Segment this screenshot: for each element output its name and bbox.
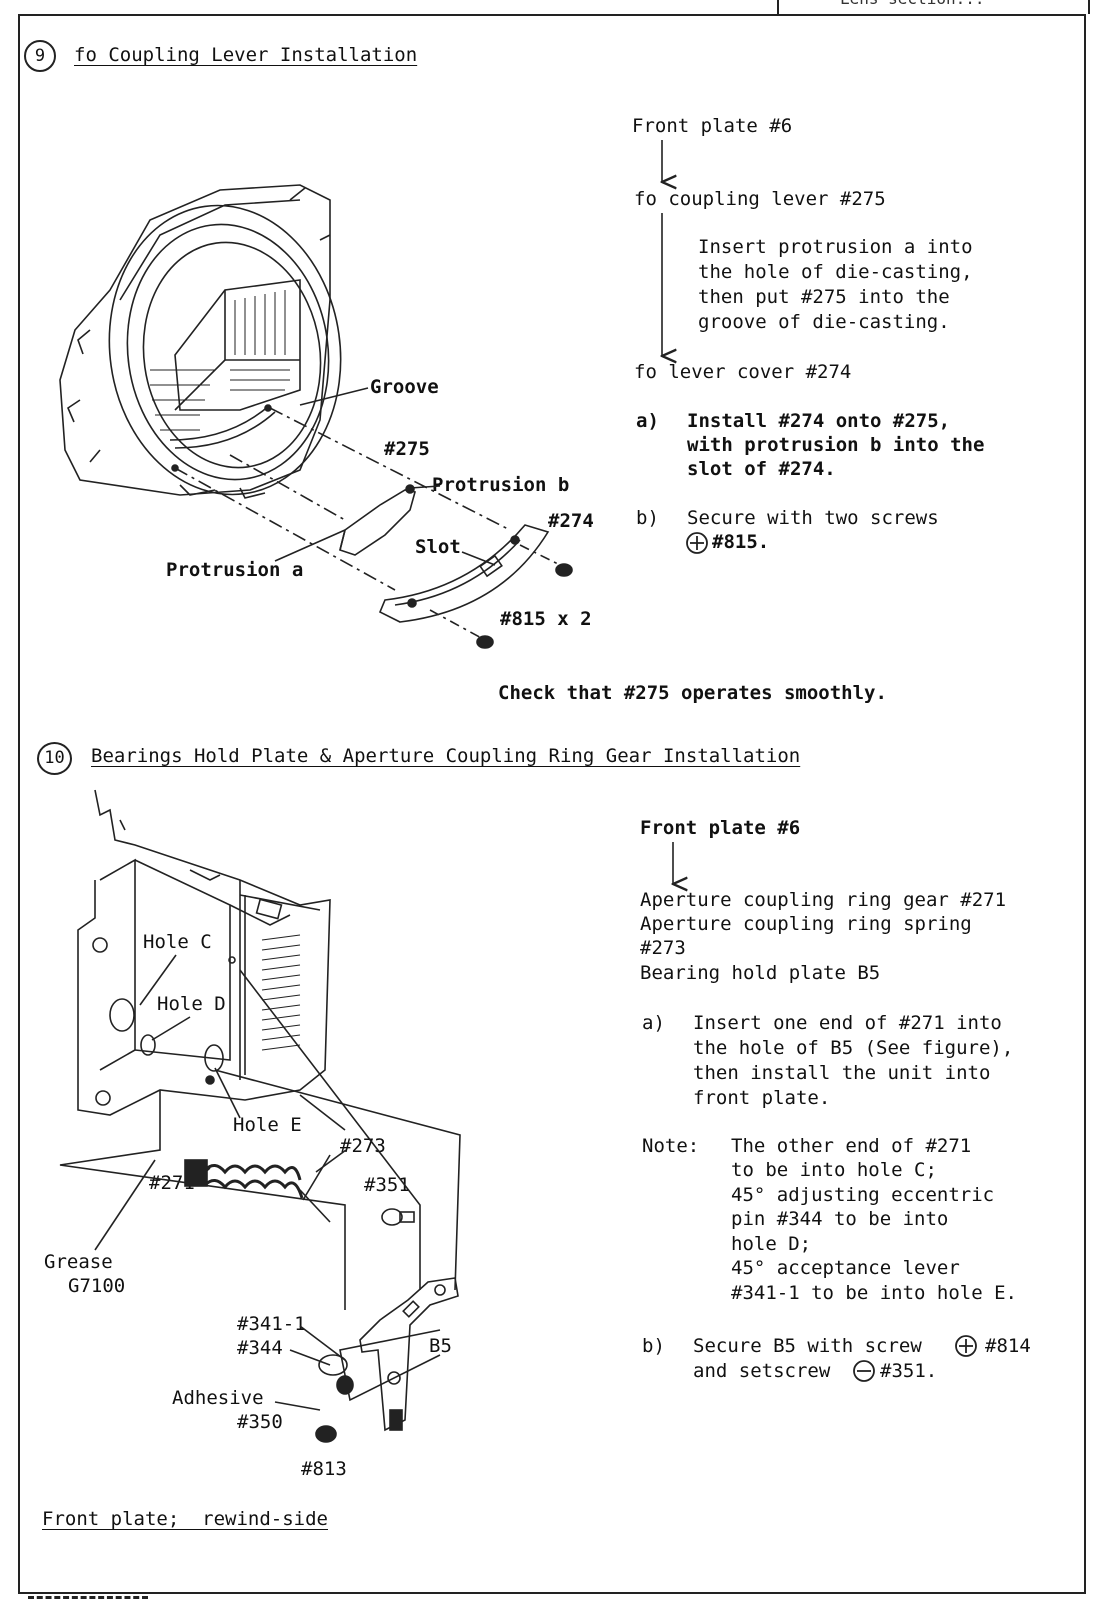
s10-a-label: a)	[642, 1012, 665, 1034]
s9-note-3: then put #275 into the	[698, 286, 950, 308]
s10-label-grease-code: G7100	[68, 1275, 126, 1297]
s10-note-7: #341-1 to be into hole E.	[731, 1282, 1017, 1304]
s10-a-line1: Insert one end of #271 into	[693, 1012, 1002, 1034]
s9-label-slot: Slot	[415, 536, 461, 558]
s9-check: Check that #275 operates smoothly.	[498, 682, 887, 704]
s10-note-4: pin #344 to be into	[731, 1208, 949, 1230]
s10-b-label: b)	[642, 1335, 665, 1357]
s10-label-grease: Grease	[44, 1251, 113, 1273]
s10-line1: Aperture coupling ring gear #271	[640, 889, 1007, 911]
s9-a-line1: Install #274 onto #275,	[687, 410, 951, 432]
s9-step3: fo lever cover #274	[634, 361, 852, 383]
s10-note-1: The other end of #271	[731, 1135, 972, 1157]
s10-note-5: hole D;	[731, 1233, 812, 1255]
header-box	[777, 0, 1090, 14]
s10-b-line2b: #351.	[880, 1360, 938, 1382]
s10-label-344: #344	[237, 1337, 283, 1359]
s9-b-label: b)	[636, 507, 659, 529]
s9-label-815: #815 x 2	[500, 608, 592, 630]
s10-a-line3: then install the unit into	[693, 1062, 991, 1084]
s10-label-341: #341-1	[237, 1313, 306, 1335]
section9-number: 9	[24, 40, 56, 72]
s10-label-813: #813	[301, 1458, 347, 1480]
page-frame	[18, 14, 1086, 1594]
s9-b-line2: #815.	[712, 531, 770, 553]
s10-label-b5: B5	[429, 1335, 452, 1357]
section10-number: 10	[37, 742, 72, 775]
section9-title: fo Coupling Lever Installation	[74, 44, 418, 66]
s10-line2: Aperture coupling ring spring	[640, 913, 972, 935]
s9-label-274: #274	[548, 510, 594, 532]
s9-note-1: Insert protrusion a into	[698, 236, 973, 258]
s9-a-label: a)	[636, 410, 659, 432]
s9-step2: fo coupling lever #275	[634, 188, 886, 210]
s9-note-4: groove of die-casting.	[698, 311, 950, 333]
s10-b-line2a: and setscrew	[693, 1360, 831, 1382]
s10-label-273: #273	[340, 1135, 386, 1157]
s9-b-line1: Secure with two screws	[687, 507, 939, 529]
s9-a-line3: slot of #274.	[687, 458, 836, 480]
section10-title: Bearings Hold Plate & Aperture Coupling …	[91, 745, 801, 767]
s10-label-adhesive: Adhesive	[172, 1387, 264, 1409]
s10-label-hole-c: Hole C	[143, 931, 212, 953]
s10-line4: Bearing hold plate B5	[640, 962, 881, 984]
s10-line3: #273	[640, 937, 686, 959]
s9-a-line2: with protrusion b into the	[687, 434, 985, 456]
s10-label-350: #350	[237, 1411, 283, 1433]
s10-note-2: to be into hole C;	[731, 1159, 937, 1181]
bottom-dash-line	[28, 1596, 148, 1599]
s10-b-line1a: Secure B5 with screw	[693, 1335, 922, 1357]
s9-note-2: the hole of die-casting,	[698, 261, 973, 283]
s10-a-line2: the hole of B5 (See figure),	[693, 1037, 1014, 1059]
s10-step1: Front plate #6	[640, 817, 801, 839]
header-fragment: Lens section...	[840, 0, 985, 8]
s10-a-line4: front plate.	[693, 1087, 831, 1109]
s10-note-6: 45° acceptance lever	[731, 1257, 960, 1279]
s10-label-hole-e: Hole E	[233, 1114, 302, 1136]
s10-label-271: #271	[149, 1172, 195, 1194]
s10-note-3: 45° adjusting eccentric	[731, 1184, 995, 1206]
s9-label-275: #275	[384, 438, 430, 460]
s10-note-label: Note:	[642, 1135, 700, 1157]
s9-label-protrusion-a: Protrusion a	[166, 559, 304, 581]
s9-label-groove: Groove	[370, 376, 439, 398]
s10-caption: Front plate; rewind-side	[42, 1508, 328, 1530]
s10-label-351: #351	[364, 1174, 410, 1196]
s10-b-line1b: #814	[985, 1335, 1031, 1357]
s9-step1: Front plate #6	[632, 115, 793, 137]
s9-label-protrusion-b: Protrusion b	[432, 474, 570, 496]
s10-label-hole-d: Hole D	[157, 993, 226, 1015]
